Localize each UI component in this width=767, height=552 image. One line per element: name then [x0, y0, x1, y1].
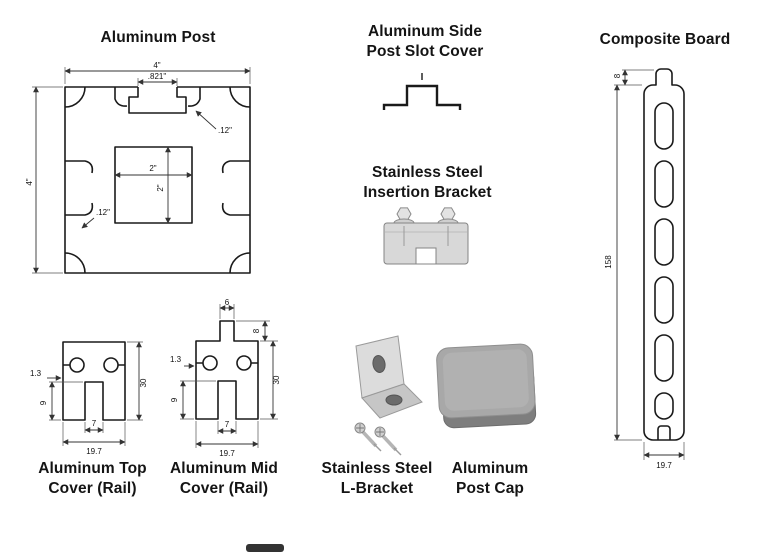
insertion-bracket-title-line2: Insertion Bracket — [363, 183, 492, 201]
mid-cover-label-line1: Aluminum Mid — [170, 460, 278, 477]
mid-cover-dim-wall: 1.3 — [170, 355, 182, 364]
mid-cover-dimension-lines — [180, 305, 276, 447]
screw-boss — [103, 357, 119, 373]
post-top-slot — [128, 87, 187, 114]
post-cross-section-outline — [64, 86, 251, 274]
mid-cover-dim-height: 30 — [272, 375, 281, 384]
post-cap-image — [436, 343, 537, 429]
screw-boss — [202, 355, 218, 371]
side-post-slot-cover-title-line2: Post Slot Cover — [366, 42, 484, 60]
post-dim-inner-width: 2" — [149, 164, 156, 173]
mid-cover-dim-tab-width: 6 — [225, 298, 230, 307]
aluminum-top-cover-drawing: 30 19.7 7 9 1.3 — [30, 341, 148, 456]
insertion-bracket-image — [383, 207, 469, 265]
bolt-head-icon — [440, 207, 456, 221]
top-cover-outline — [62, 341, 126, 421]
board-dim-length: 158 — [604, 255, 613, 269]
side-post-slot-cover-title: Aluminum Side Post Slot Cover — [345, 22, 505, 62]
post-dim-outer-width: 4" — [153, 61, 160, 70]
mid-cover-extension-lines — [180, 304, 278, 448]
board-dimension-lines — [614, 69, 685, 458]
l-bracket-hole — [385, 394, 403, 406]
mid-cover-outline — [195, 320, 259, 420]
l-bracket-hole — [372, 355, 386, 373]
l-bracket-label-line1: Stainless Steel — [321, 460, 433, 477]
insertion-bracket-notch — [415, 247, 437, 265]
mid-cover-dim-slot: 7 — [225, 420, 230, 429]
l-bracket-label-line2: L-Bracket — [340, 479, 414, 497]
board-dimension-labels: 8 158 19.7 — [604, 73, 672, 470]
side-post-slot-cover-drawing — [382, 73, 462, 110]
board-dim-width: 19.7 — [656, 461, 672, 470]
top-cover-dimension-lines — [47, 341, 142, 445]
insertion-bracket-title-line1: Stainless Steel — [372, 164, 483, 181]
mid-cover-label: Aluminum Mid Cover (Rail) — [158, 459, 290, 499]
mid-cover-dim-tab-height: 8 — [252, 328, 261, 333]
mid-cover-dim-side: 9 — [170, 397, 179, 402]
post-dim-wall-lower: .12" — [96, 208, 110, 217]
composite-board-drawing: 8 158 19.7 — [604, 68, 685, 470]
aluminum-post-title: Aluminum Post — [100, 29, 216, 46]
top-cover-dim-height: 30 — [139, 378, 148, 387]
top-cover-profile — [62, 341, 126, 421]
board-dim-top-thickness: 8 — [613, 73, 622, 78]
post-dim-wall-upper: .12" — [218, 126, 232, 135]
bolt-head-icon — [396, 207, 412, 221]
slot-cover-hat-profile — [382, 84, 462, 110]
board-profile — [643, 68, 685, 441]
post-cap-highlight — [442, 349, 529, 411]
mid-cover-label-line2: Cover (Rail) — [179, 479, 269, 497]
screw-icon — [354, 422, 382, 452]
screw-boss — [236, 355, 252, 371]
post-cap-label-line1: Aluminum — [451, 460, 529, 477]
top-cover-dim-side: 9 — [39, 400, 48, 405]
post-cap-label-line2: Post Cap — [456, 479, 524, 497]
post-dim-inner-height: 2" — [156, 184, 165, 191]
post-cap-label: Aluminum Post Cap — [435, 459, 545, 499]
slot-cover-profile — [382, 73, 462, 110]
screw-boss — [69, 357, 85, 373]
post-dimension-labels: 4" .821" 4" 2" 2" .12" .12" — [25, 61, 232, 217]
top-cover-label: Aluminum Top Cover (Rail) — [20, 459, 165, 499]
post-outer-wall — [64, 86, 251, 274]
composite-board-title: Composite Board — [599, 31, 731, 48]
insertion-bracket-title: Stainless Steel Insertion Bracket — [340, 163, 515, 203]
mid-cover-dimension-labels: 6 8 30 9 7 19.7 1.3 — [170, 298, 281, 458]
side-post-slot-cover-title-line1: Aluminum Side — [367, 23, 483, 40]
mid-cover-profile — [195, 320, 259, 420]
mid-cover-dim-width: 19.7 — [219, 449, 235, 458]
post-dimension-lines — [33, 68, 251, 274]
aluminum-post-drawing: 4" .821" 4" 2" 2" .12" .12" — [25, 61, 251, 274]
board-extension-lines — [614, 69, 685, 460]
cropped-bottom-object — [246, 544, 284, 552]
post-dim-outer-height: 4" — [25, 178, 34, 185]
top-cover-dim-width: 19.7 — [86, 447, 102, 456]
board-bottom-groove — [657, 425, 671, 440]
board-slots — [654, 102, 674, 420]
post-side-hooks — [65, 87, 250, 216]
post-corner-cutouts — [64, 86, 251, 274]
top-cover-dim-wall: 1.3 — [30, 369, 42, 378]
post-inner-chamber — [114, 146, 193, 224]
top-cover-dim-slot: 7 — [92, 419, 97, 428]
top-cover-label-line1: Aluminum Top — [38, 460, 147, 477]
l-bracket-image — [354, 335, 423, 456]
top-cover-label-line2: Cover (Rail) — [48, 479, 137, 497]
top-cover-dimension-labels: 30 19.7 7 9 1.3 — [30, 369, 148, 456]
board-outline — [643, 68, 685, 441]
l-bracket-label: Stainless Steel L-Bracket — [303, 459, 451, 499]
post-dim-slot-width: .821" — [148, 72, 167, 81]
bolt-slots — [403, 226, 449, 246]
post-cap-body — [436, 343, 537, 429]
screw-icon — [374, 426, 402, 456]
aluminum-mid-cover-drawing: 6 8 30 9 7 19.7 1.3 — [170, 298, 281, 458]
